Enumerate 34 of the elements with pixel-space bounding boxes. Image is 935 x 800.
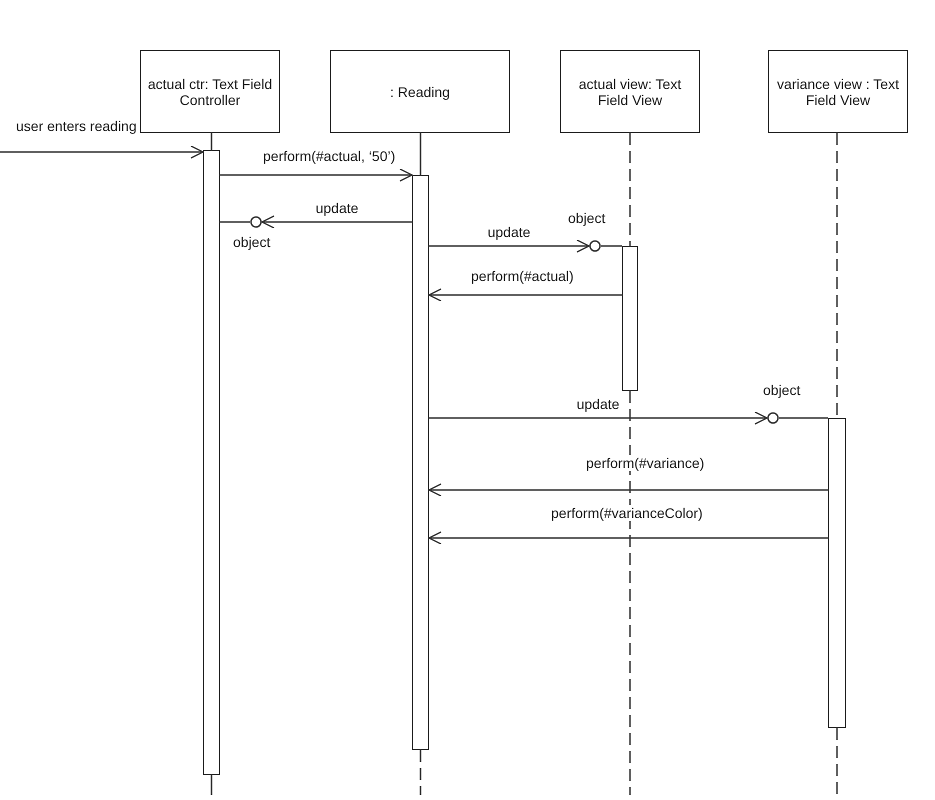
message-label: update [486,224,532,240]
message-label: user enters reading [15,118,138,134]
object-box: variance view : Text Field View [768,50,908,133]
object-box: : Reading [330,50,510,133]
lifeline [836,133,838,418]
message-arrow [429,411,768,425]
message-arrow [428,531,828,545]
message-arrow [428,288,622,302]
object-box: actual view: Text Field View [560,50,700,133]
interface-label: object [232,234,272,250]
connector-line [779,417,828,419]
interface-label: object [762,382,802,398]
message-arrow [220,168,413,182]
message-label: perform(#varianceColor) [550,505,704,521]
message-arrow [0,145,204,159]
message-arrow [428,483,828,497]
lifeline [210,133,212,150]
activation-bar [622,246,638,391]
lifeline [629,133,631,246]
activation-bar [412,175,429,750]
message-label: perform(#variance) [585,455,706,471]
message-label: perform(#actual, ‘50’) [262,148,396,164]
activation-bar [828,418,846,728]
message-label: update [576,396,620,412]
connector-line [220,221,250,223]
lifeline [420,133,422,175]
message-label: update [314,200,360,216]
message-arrow [429,239,590,253]
connector-line [601,245,622,247]
interface-label: object [567,210,606,226]
message-arrow [261,215,412,229]
object-box: actual ctr: Text Field Controller [140,50,280,133]
activation-bar [203,150,220,775]
message-label: perform(#actual) [470,268,575,284]
